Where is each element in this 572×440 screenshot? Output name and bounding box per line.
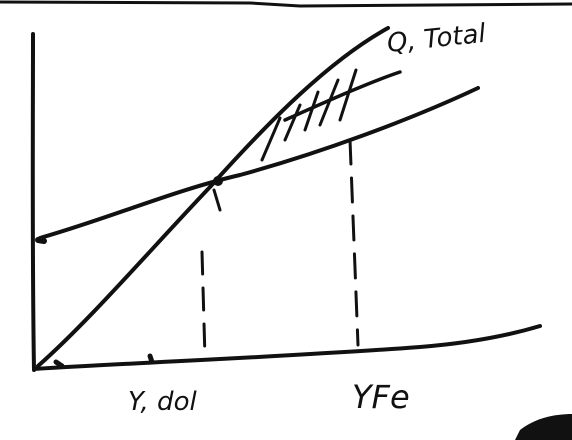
label-x-tick-left: Y, dol [128, 387, 197, 417]
origin-tick [53, 359, 65, 369]
shaded-area-hatching [260, 68, 358, 162]
drop-line-left-top [212, 188, 222, 212]
steep-curve [36, 26, 390, 368]
flat-line [38, 86, 480, 240]
x-axis-tick [147, 353, 155, 365]
y-axis [30, 32, 36, 372]
intersection-point [213, 176, 223, 186]
drop-line-left [200, 250, 207, 360]
scan-corner-artifact [515, 414, 572, 440]
label-x-tick-right: YFe [352, 378, 410, 416]
x-axis [32, 324, 542, 371]
scan-edge-top [0, 0, 572, 8]
y-intercept-tick [35, 237, 47, 244]
drop-line-right [348, 138, 360, 347]
label-curve-top: Q, Total [386, 19, 488, 59]
